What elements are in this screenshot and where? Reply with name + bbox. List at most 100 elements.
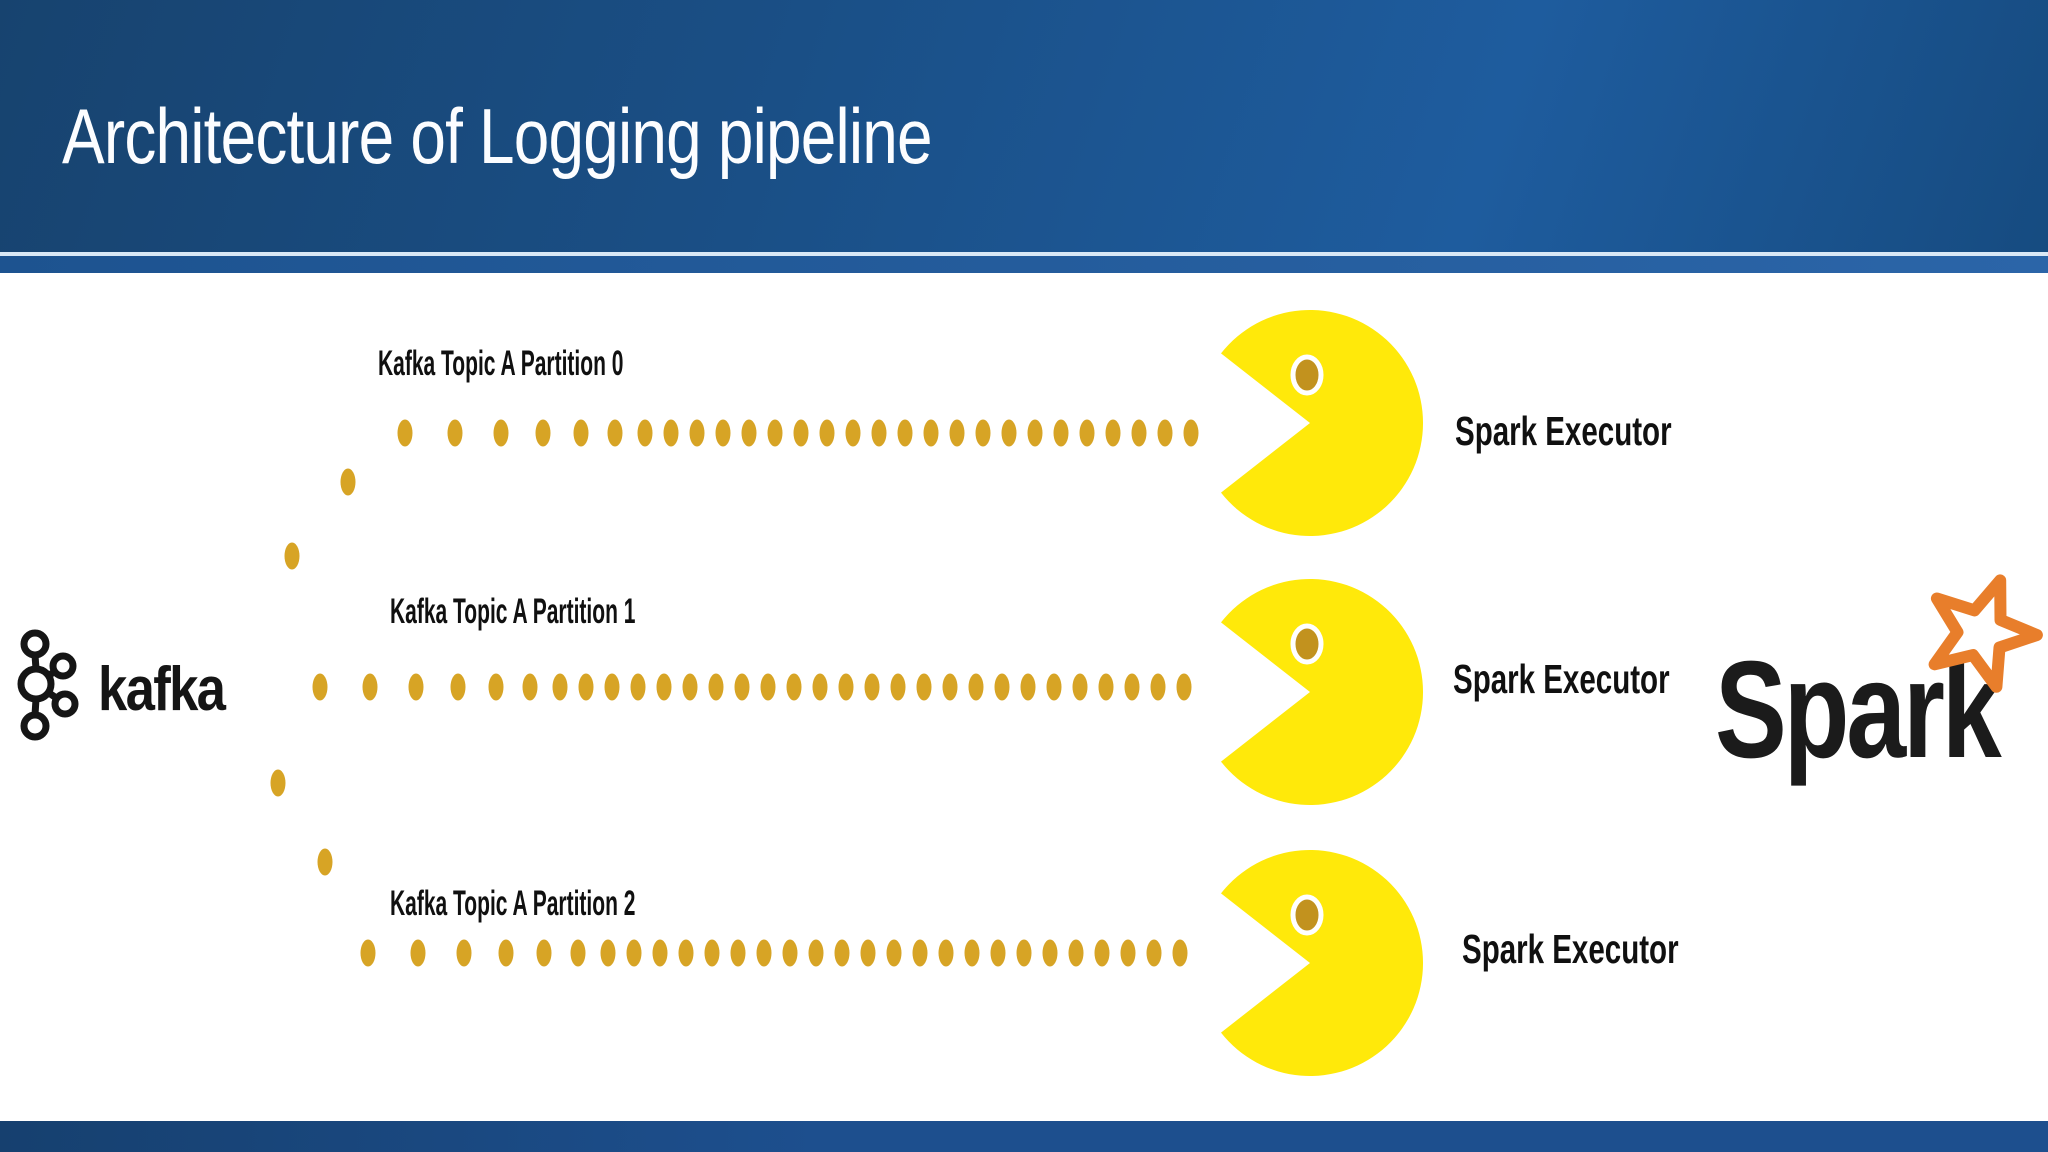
slide-footer-bar xyxy=(0,1121,2048,1152)
message-dot xyxy=(871,419,887,447)
message-dot xyxy=(1053,419,1069,447)
message-dot xyxy=(447,419,463,447)
message-dot xyxy=(410,939,426,967)
message-dot xyxy=(912,939,928,967)
message-dot xyxy=(1042,939,1058,967)
message-dot xyxy=(834,939,850,967)
message-dot xyxy=(923,419,939,447)
pacman-spark-executor-icon xyxy=(1221,849,1424,1076)
message-dot xyxy=(715,419,731,447)
message-dot xyxy=(942,673,958,701)
message-dot xyxy=(488,673,504,701)
message-dot xyxy=(450,673,466,701)
message-dot xyxy=(990,939,1006,967)
message-dot xyxy=(741,419,757,447)
message-dot xyxy=(916,673,932,701)
message-dot xyxy=(1124,673,1140,701)
message-dot xyxy=(604,673,620,701)
message-dot xyxy=(1150,673,1166,701)
message-dot xyxy=(678,939,694,967)
message-dot xyxy=(317,848,333,876)
message-dot xyxy=(682,673,698,701)
message-dot xyxy=(1183,419,1199,447)
message-dot xyxy=(522,673,538,701)
message-dot xyxy=(493,419,509,447)
message-dot xyxy=(1016,939,1032,967)
spark-executor-label-2: Spark Executor xyxy=(1462,926,1679,972)
message-dot xyxy=(730,939,746,967)
message-dot xyxy=(793,419,809,447)
message-dot xyxy=(782,939,798,967)
kafka-wordmark: kafka xyxy=(98,655,226,724)
message-dot xyxy=(652,939,668,967)
message-dot xyxy=(838,673,854,701)
message-dot xyxy=(578,673,594,701)
message-dot xyxy=(756,939,772,967)
message-dot xyxy=(1157,419,1173,447)
message-dot xyxy=(760,673,776,701)
pacman-eye xyxy=(1290,894,1324,936)
message-dot xyxy=(360,939,376,967)
message-dot xyxy=(362,673,378,701)
pacman-eye xyxy=(1290,354,1324,396)
message-dot xyxy=(1146,939,1162,967)
message-dot xyxy=(637,419,653,447)
partition-label-1: Kafka Topic A Partition 1 xyxy=(390,592,636,631)
message-dot xyxy=(964,939,980,967)
message-dot xyxy=(1120,939,1136,967)
message-dot xyxy=(456,939,472,967)
pacman-spark-executor-icon xyxy=(1221,310,1424,537)
message-dot xyxy=(312,673,328,701)
slide-header: Architecture of Logging pipeline xyxy=(0,0,2048,273)
message-dot xyxy=(1176,673,1192,701)
message-dot xyxy=(734,673,750,701)
message-dot xyxy=(1068,939,1084,967)
header-bottom-band xyxy=(0,256,2048,273)
message-dot xyxy=(397,419,413,447)
message-dot xyxy=(968,673,984,701)
message-dot xyxy=(626,939,642,967)
message-dot xyxy=(600,939,616,967)
message-dot xyxy=(708,673,724,701)
message-dot xyxy=(860,939,876,967)
message-dot xyxy=(819,419,835,447)
message-dot xyxy=(663,419,679,447)
kafka-nodes-icon xyxy=(17,629,79,741)
spark-executor-label-1: Spark Executor xyxy=(1453,656,1670,702)
message-dot xyxy=(284,542,300,570)
message-dot xyxy=(938,939,954,967)
message-dot xyxy=(1094,939,1110,967)
message-dot xyxy=(890,673,906,701)
message-dot xyxy=(767,419,783,447)
message-dot xyxy=(1105,419,1121,447)
spark-logo: Spark xyxy=(1713,555,2048,805)
message-dot xyxy=(994,673,1010,701)
message-dot xyxy=(570,939,586,967)
kafka-logo: kafka xyxy=(14,625,254,747)
message-dot xyxy=(340,468,356,496)
message-dot xyxy=(897,419,913,447)
message-dot xyxy=(1172,939,1188,967)
message-dot xyxy=(1098,673,1114,701)
message-dot xyxy=(689,419,705,447)
message-dot xyxy=(1027,419,1043,447)
message-dot xyxy=(552,673,568,701)
message-dot xyxy=(630,673,646,701)
message-dot xyxy=(886,939,902,967)
message-dot xyxy=(1131,419,1147,447)
message-dot xyxy=(607,419,623,447)
message-dot xyxy=(573,419,589,447)
message-dot xyxy=(949,419,965,447)
message-dot xyxy=(1020,673,1036,701)
message-dot xyxy=(975,419,991,447)
message-dot xyxy=(270,769,286,797)
message-dot xyxy=(536,939,552,967)
header-divider-line xyxy=(0,252,2048,256)
message-dot xyxy=(498,939,514,967)
message-dot xyxy=(786,673,802,701)
message-dot xyxy=(845,419,861,447)
pacman-eye xyxy=(1290,623,1324,665)
message-dot xyxy=(704,939,720,967)
slide-title: Architecture of Logging pipeline xyxy=(62,92,933,180)
